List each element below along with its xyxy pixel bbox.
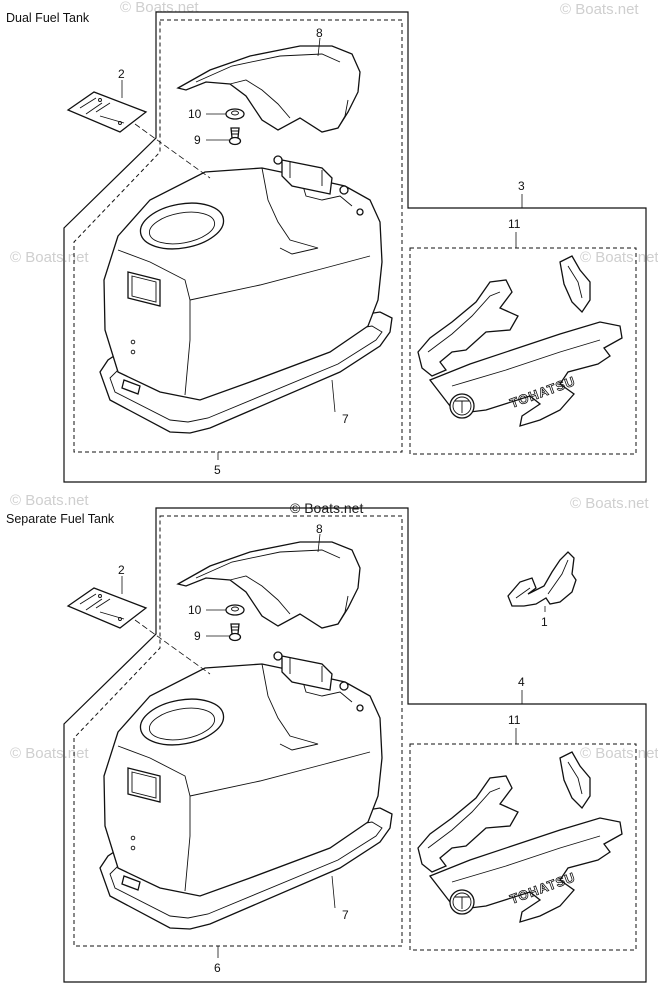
leader-line — [134, 123, 211, 179]
assembly-outline — [63, 11, 647, 483]
screw — [228, 623, 242, 642]
washer — [225, 108, 245, 120]
engine-cover — [99, 651, 393, 930]
screw — [228, 127, 242, 146]
callout-assembly: 6 — [214, 961, 221, 975]
callout-decal-group: 4 — [518, 675, 525, 689]
callout-emblem: 1 — [541, 615, 548, 629]
callout-washer: 10 — [188, 107, 202, 121]
callout-label: 2 — [118, 67, 125, 81]
watermark: © Boats.net — [10, 492, 89, 509]
callout-top-cover: 8 — [316, 26, 323, 40]
watermark: © Boats.net — [570, 495, 649, 512]
caution-label — [67, 587, 147, 629]
top-cover — [177, 45, 361, 133]
callout-screw: 9 — [194, 629, 201, 643]
callout-screw: 9 — [194, 133, 201, 147]
leader-line — [331, 379, 336, 413]
callout-label: 2 — [118, 563, 125, 577]
watermark: © Boats.net — [580, 745, 658, 762]
callout-assembly: 5 — [214, 463, 221, 477]
callout-decal-set: 11 — [508, 217, 521, 231]
watermark: © Boats.net — [10, 745, 89, 762]
top-cover — [177, 541, 361, 629]
watermark: © Boats.net — [120, 0, 199, 16]
watermark: © Boats.net — [580, 249, 658, 266]
cover-assembly-box — [73, 19, 403, 453]
section-title: Dual Fuel Tank — [6, 11, 90, 25]
script-emblem-detail — [515, 559, 569, 599]
script-emblem — [507, 551, 577, 607]
leader-line — [317, 37, 321, 57]
leader-line — [317, 533, 321, 553]
callout-seal: 7 — [342, 908, 349, 922]
decal-box — [409, 247, 637, 455]
callout-decal-set: 11 — [508, 713, 521, 727]
callout-washer: 10 — [188, 603, 202, 617]
section-dual-fuel-tank: Dual Fuel Tank TOHATSU 8 10 9 2 7 5 3 11 — [6, 11, 647, 483]
leader-line — [331, 875, 336, 909]
section-separate-fuel-tank: Separate Fuel Tank © Boats.net TOHATSU — [6, 500, 647, 983]
callout-decal-group: 3 — [518, 179, 525, 193]
callout-seal: 7 — [342, 412, 349, 426]
washer — [225, 604, 245, 616]
callout-top-cover: 8 — [316, 522, 323, 536]
leader-line — [134, 619, 211, 675]
cover-assembly-box — [73, 515, 403, 947]
watermark: © Boats.net — [10, 249, 89, 266]
decal-box — [409, 743, 637, 951]
section-title: Separate Fuel Tank — [6, 512, 115, 526]
watermark: © Boats.net — [560, 1, 639, 18]
assembly-outline — [63, 507, 647, 983]
caution-label — [67, 91, 147, 133]
engine-cover — [99, 155, 393, 434]
